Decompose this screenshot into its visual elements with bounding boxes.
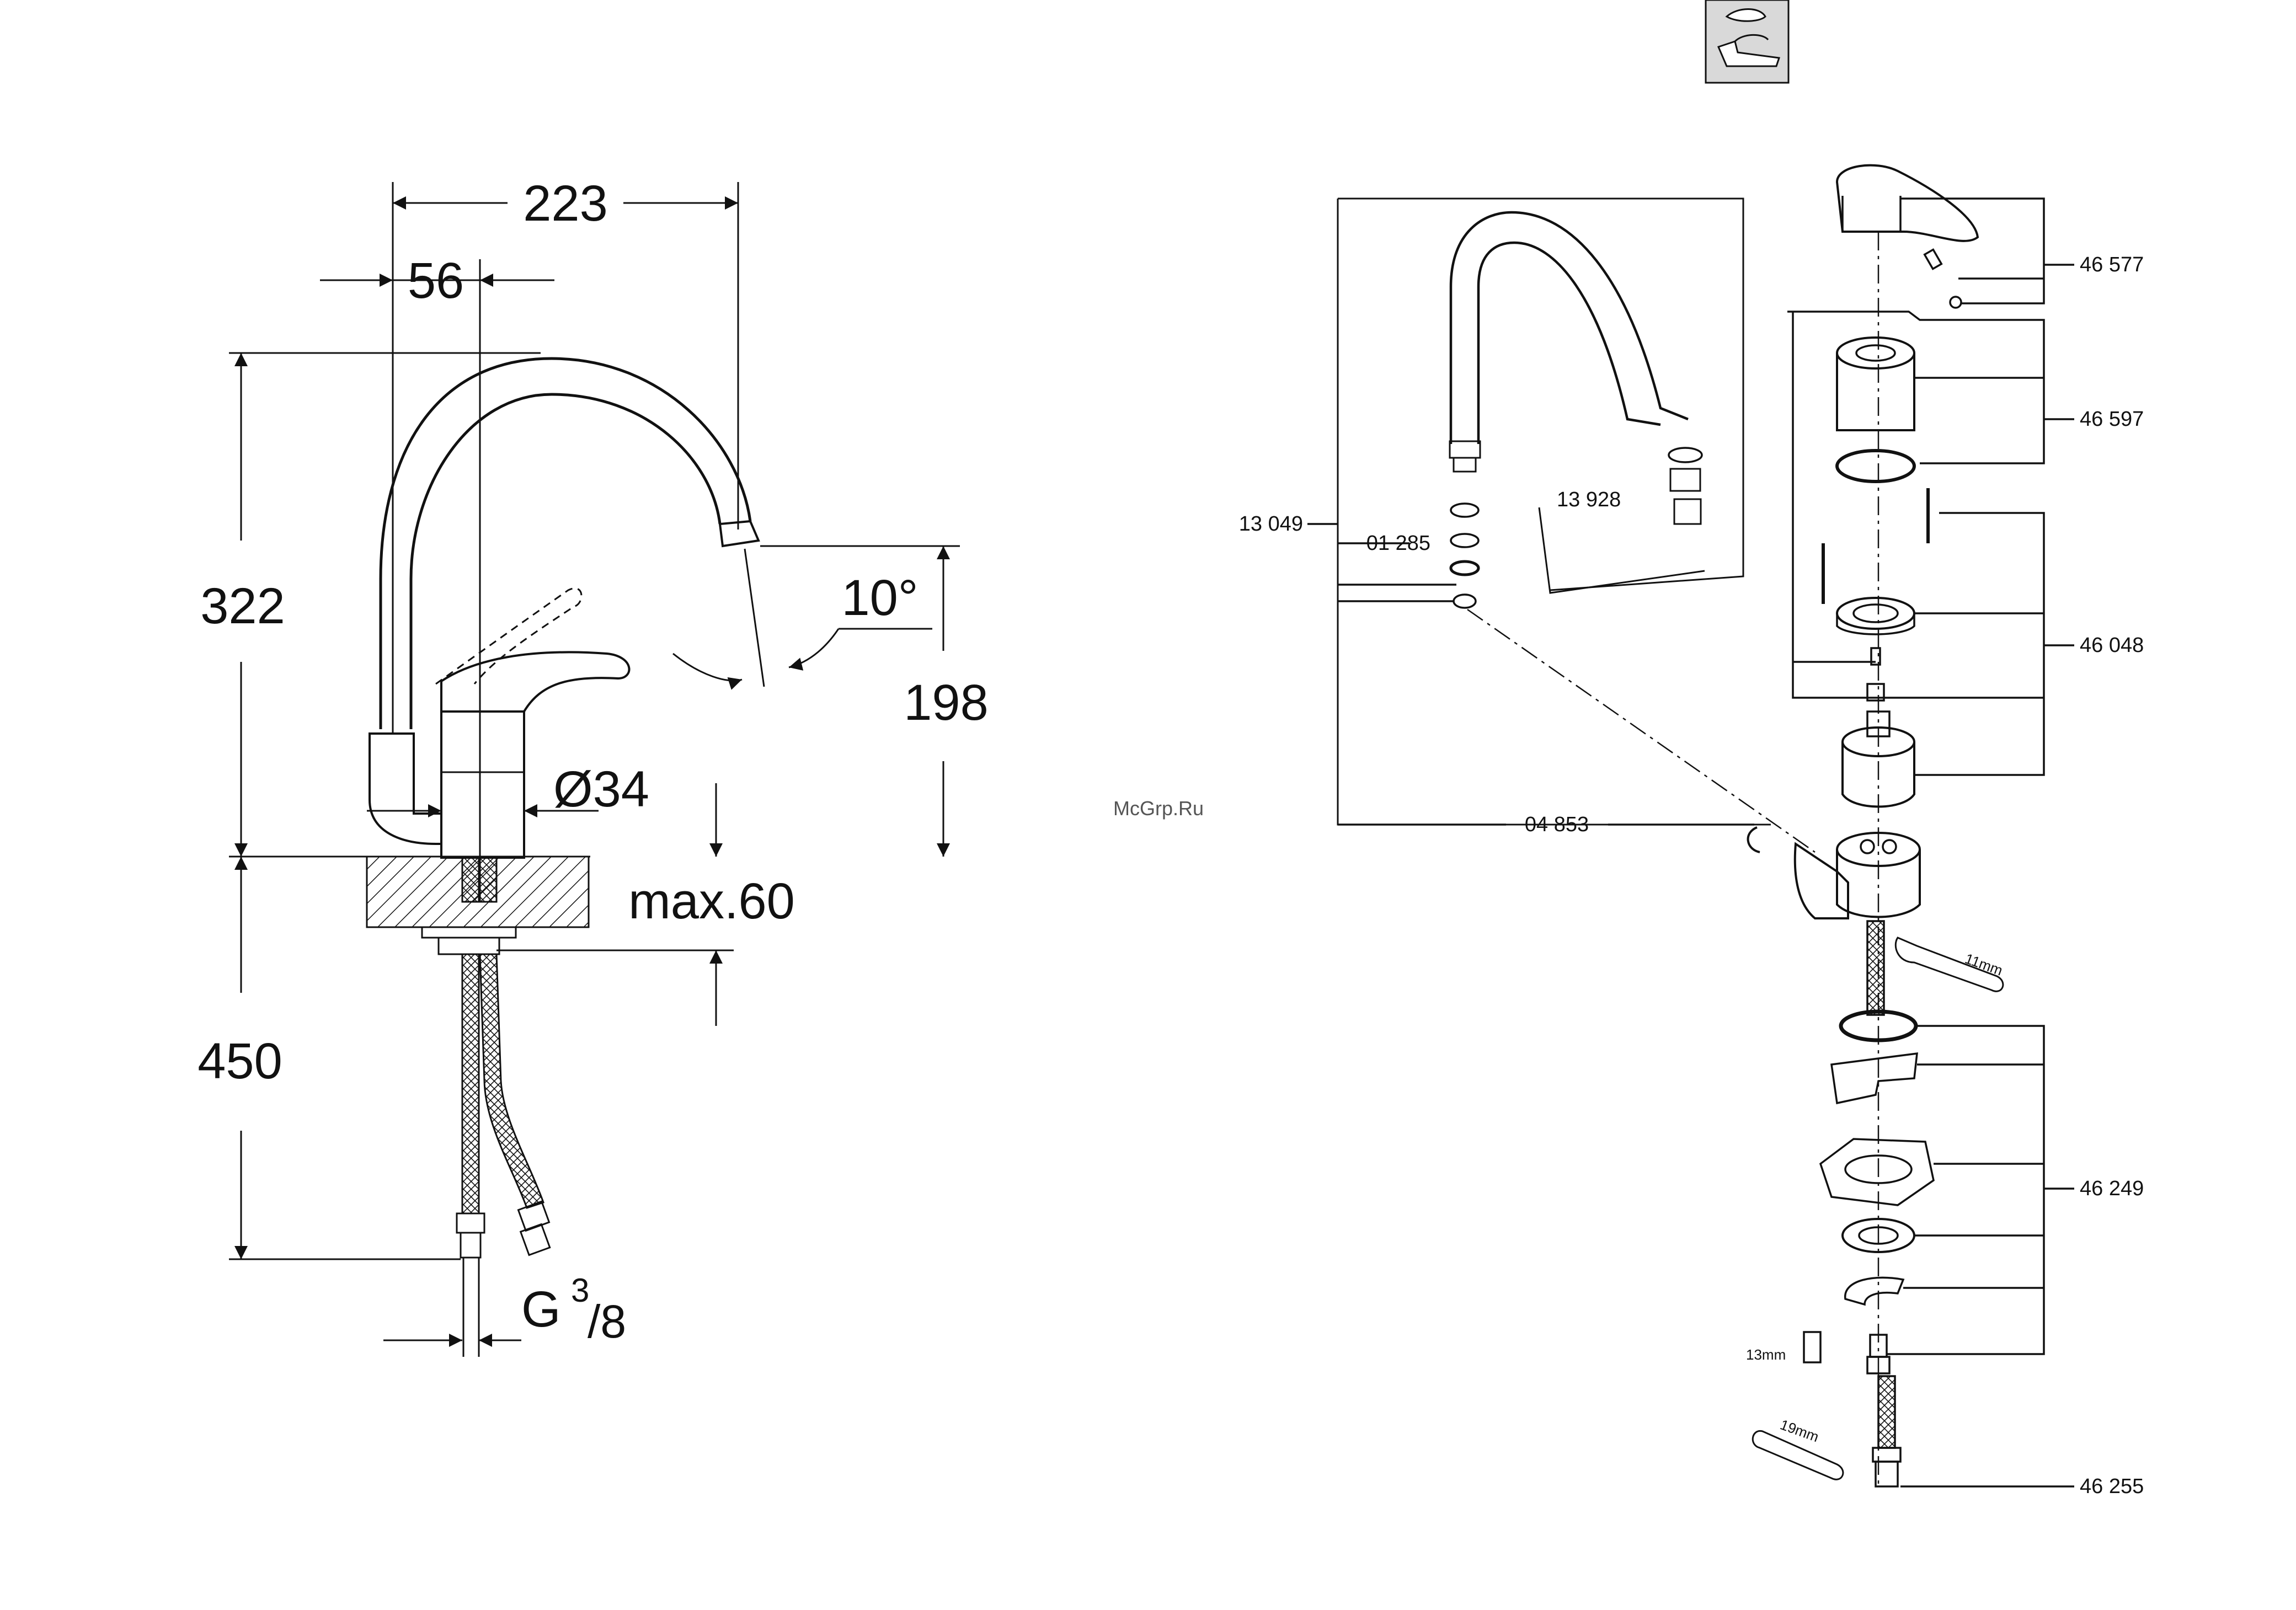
dim-spout-angle: 10° xyxy=(841,570,918,626)
exploded-view xyxy=(1307,165,2074,1489)
part-label: 46 249 xyxy=(2080,1177,2144,1200)
dim-hose-length: 450 xyxy=(197,1033,282,1089)
spout-tip xyxy=(720,521,759,546)
part-label: 46 048 xyxy=(2080,634,2144,657)
hose-right xyxy=(480,954,543,1208)
mixer-body xyxy=(441,712,524,858)
dim-thread: G xyxy=(521,1281,561,1338)
side-view xyxy=(229,359,759,1357)
part-label: 13 928 xyxy=(1557,488,1621,511)
part-label: 46 577 xyxy=(2080,253,2144,276)
part-label: 01 285 xyxy=(1366,532,1430,555)
watermark: McGrp.Ru xyxy=(1113,797,1204,820)
dim-base-diameter: Ø34 xyxy=(553,761,649,817)
part-number-labels: 46 577 46 597 46 048 46 249 46 255 13 04… xyxy=(1239,253,2144,1498)
handle-part xyxy=(1837,165,1978,241)
dim-thread-den: /8 xyxy=(588,1296,626,1347)
dim-spout-offset: 56 xyxy=(408,253,464,309)
hose-left xyxy=(462,954,479,1213)
tool-label: 13mm xyxy=(1746,1346,1786,1363)
lever xyxy=(441,652,629,712)
part-label: 46 597 xyxy=(2080,408,2144,431)
spout-outer xyxy=(381,359,750,729)
spout-part xyxy=(1451,212,1688,444)
product-icon xyxy=(1706,0,1788,83)
dim-deck-max: max.60 xyxy=(628,873,795,929)
dim-width-total: 223 xyxy=(523,175,608,232)
part-label: 13 049 xyxy=(1239,512,1303,536)
tool-labels: 11mm 13mm 19mm xyxy=(1746,950,2005,1445)
tool-label: 11mm xyxy=(1963,950,2005,978)
dim-height-total: 322 xyxy=(200,578,285,634)
dim-thread-num: 3 xyxy=(571,1272,589,1309)
dim-spout-height: 198 xyxy=(904,675,989,731)
dimension-labels: 223 56 322 198 10° Ø34 max.60 450 G 3 /8 xyxy=(197,175,989,1347)
spout-inner xyxy=(411,394,720,729)
part-label: 46 255 xyxy=(2080,1475,2144,1498)
part-label: 04 853 xyxy=(1525,813,1589,836)
